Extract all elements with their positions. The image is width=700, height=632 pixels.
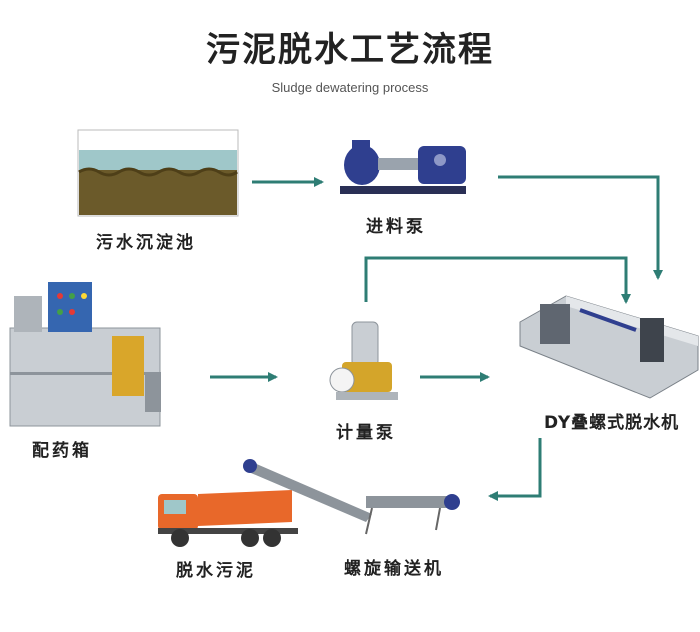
label-dosing-box: 配药箱 [32, 441, 92, 461]
dosing-box-image [9, 282, 161, 427]
page-title: 污泥脱水工艺流程 [206, 30, 494, 70]
label-sedimentation-tank: 污水沉淀池 [96, 233, 196, 253]
screw-conveyor-image [243, 459, 460, 535]
label-screw-conveyor: 螺旋输送机 [344, 559, 444, 579]
metering-pump-image [329, 321, 398, 400]
page-subtitle: Sludge dewatering process [271, 80, 429, 95]
label-feed-pump: 进料泵 [366, 217, 426, 237]
label-screw-press: DY叠螺式脱水机 [544, 413, 680, 433]
arrow-metering-to-press [364, 256, 631, 304]
label-dewatered-sludge: 脱水污泥 [176, 561, 256, 581]
label-metering-pump: 计量泵 [336, 423, 396, 443]
arrow-pump-to-press [498, 175, 663, 280]
screw-press-image [519, 295, 699, 399]
sludge-truck-image [158, 490, 298, 547]
arrow-press-to-conveyor [488, 438, 542, 501]
feed-pump-image [340, 140, 466, 194]
sedimentation-tank-image [77, 129, 239, 217]
